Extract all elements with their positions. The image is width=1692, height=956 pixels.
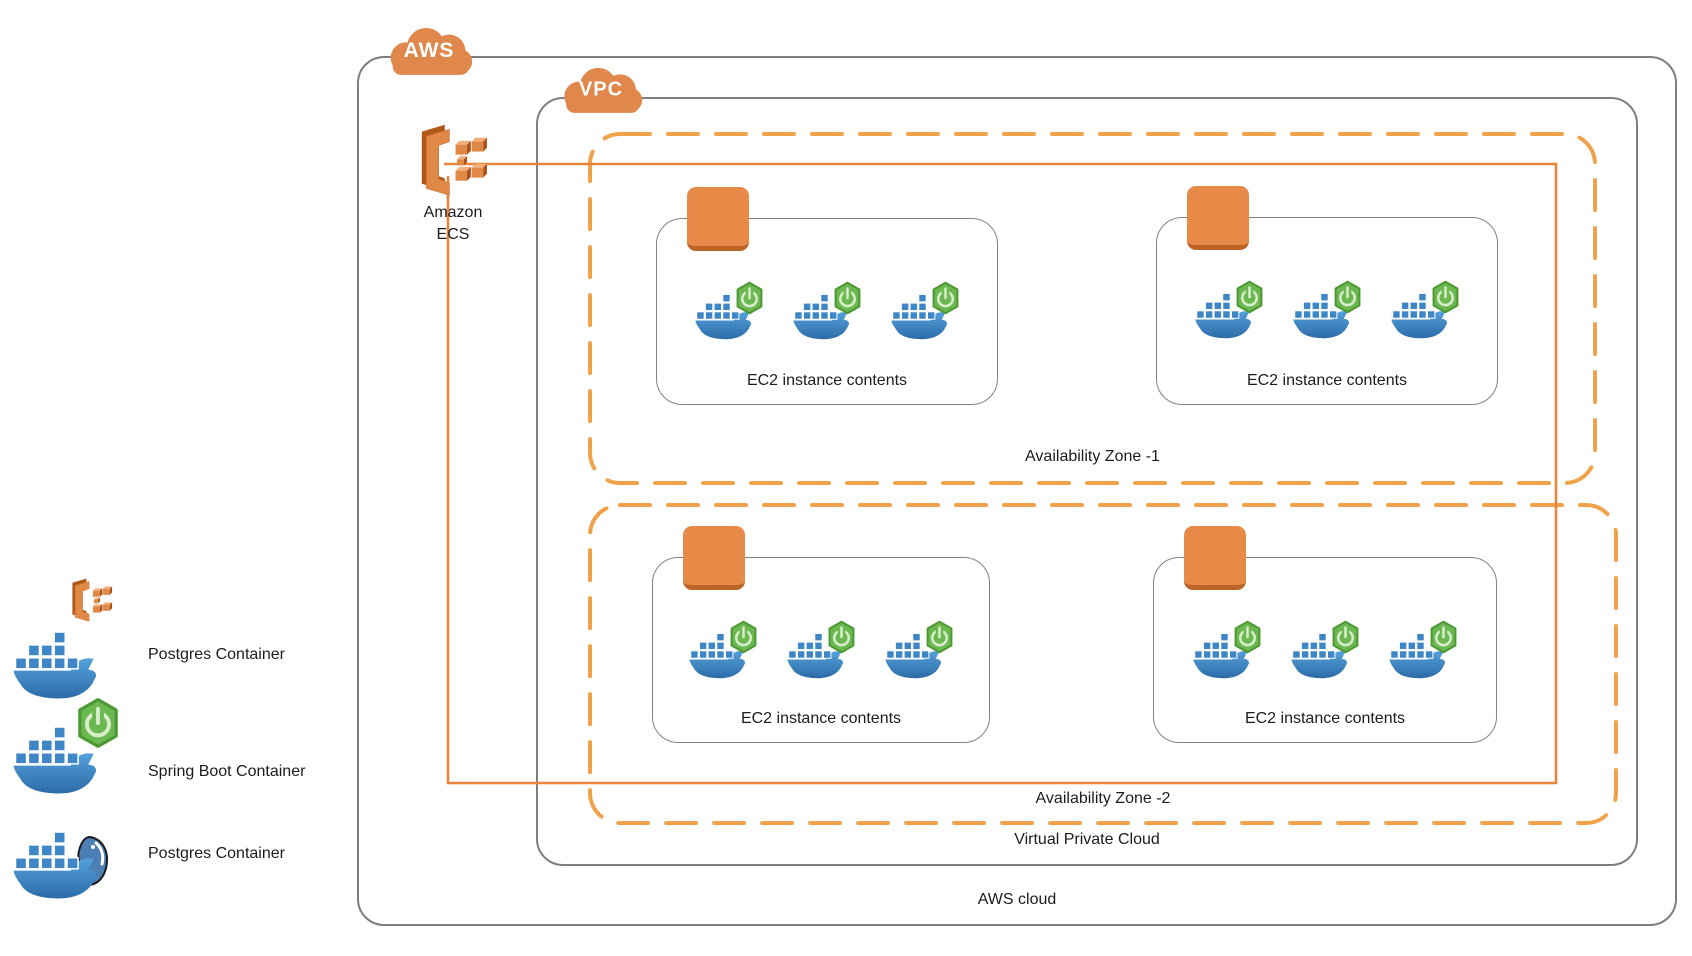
spring-boot-container-icon [883, 624, 955, 682]
spring-boot-icon [1428, 620, 1459, 654]
spring-boot-icon [1430, 280, 1461, 314]
spring-boot-icon [832, 281, 863, 315]
ecs-connector-line [444, 162, 1558, 785]
spring-boot-icon [1232, 620, 1263, 654]
ec2-instance-box-1: EC2 instance contents [656, 187, 998, 405]
availability-zone-1-label: Availability Zone -1 [1025, 448, 1160, 465]
container-row [1157, 284, 1497, 342]
ec2-instance-caption: EC2 instance contents [1244, 710, 1406, 727]
ec2-instance-icon [687, 187, 749, 251]
aws-badge-label: AWS [403, 39, 455, 63]
legend-label: Postgres Container [148, 646, 285, 663]
ec2-instance-box-2: EC2 instance contents [1156, 186, 1498, 405]
aws-cloud-boundary [357, 56, 1677, 926]
ec2-instance-caption: EC2 instance contents [740, 710, 902, 727]
amazon-ecs-label: Amazon ECS [388, 202, 518, 246]
spring-boot-container-icon [1289, 624, 1361, 682]
ec2-instance-box-4: EC2 instance contents [1153, 526, 1497, 743]
spring-boot-container-icon [1291, 284, 1363, 342]
spring-boot-container-icon [791, 285, 863, 343]
container-row [657, 285, 997, 343]
ec2-instance-caption: EC2 instance contents [746, 372, 908, 389]
vpc-label: Virtual Private Cloud [1014, 831, 1160, 848]
docker-whale-icon [10, 630, 102, 704]
aws-cloud-label: AWS cloud [977, 891, 1057, 908]
ec2-instance-icon [1184, 526, 1246, 590]
container-row [1154, 624, 1496, 682]
spring-boot-container-icon [693, 285, 765, 343]
spring-boot-container-icon [1193, 284, 1265, 342]
spring-boot-container-icon [1389, 284, 1461, 342]
vpc-cloud-badge: VPC [557, 63, 645, 115]
ec2-instance-caption: EC2 instance contents [1246, 372, 1408, 389]
spring-boot-icon [924, 620, 955, 654]
ec2-instance-icon [1187, 186, 1249, 250]
docker-whale-icon [10, 725, 102, 799]
spring-boot-icon [826, 620, 857, 654]
spring-boot-container-icon [889, 285, 961, 343]
spring-boot-container-icon [1387, 624, 1459, 682]
spring-boot-icon [930, 281, 961, 315]
spring-boot-container-icon [1191, 624, 1263, 682]
vpc-boundary [536, 97, 1638, 866]
ec2-instance-box-3: EC2 instance contents [652, 526, 990, 743]
ecs-icon-small [64, 577, 120, 623]
vpc-badge-label: VPC [578, 78, 624, 101]
amazon-ecs-label-line1: Amazon [423, 204, 483, 221]
spring-boot-icon [1330, 620, 1361, 654]
docker-whale-icon [10, 830, 102, 904]
legend-label: Postgres Container [148, 845, 285, 862]
ec2-instance-icon [683, 526, 745, 590]
spring-boot-container-icon [785, 624, 857, 682]
aws-cloud-badge: AWS [383, 22, 475, 78]
amazon-ecs-label-line2: ECS [436, 226, 470, 243]
spring-boot-container-icon [687, 624, 759, 682]
container-row [653, 624, 989, 682]
availability-zone-1-boundary [588, 132, 1597, 485]
spring-boot-icon [734, 281, 765, 315]
spring-boot-icon [1332, 280, 1363, 314]
amazon-ecs-icon [408, 118, 500, 202]
availability-zone-2-label: Availability Zone -2 [1035, 790, 1171, 807]
availability-zone-2-boundary [588, 503, 1618, 825]
legend-label: Spring Boot Container [148, 763, 306, 780]
spring-boot-icon [728, 620, 759, 654]
spring-boot-icon [1234, 280, 1265, 314]
